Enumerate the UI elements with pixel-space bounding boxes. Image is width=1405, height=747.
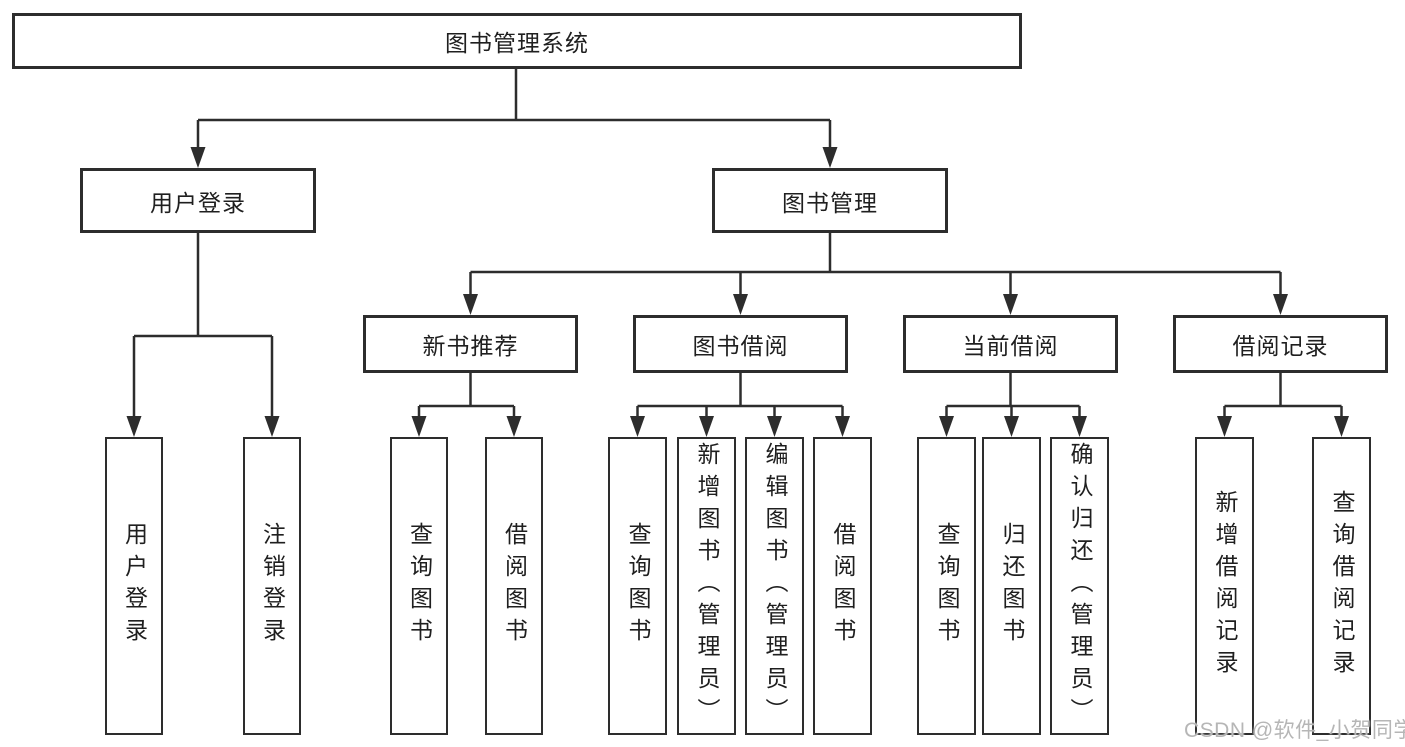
node-label: 新增图书（管理员） bbox=[694, 442, 720, 730]
node-login: 用户登录 bbox=[105, 437, 163, 735]
node-records-add-borrow-record: 新增借阅记录 bbox=[1195, 437, 1254, 735]
node-label: 用户登录 bbox=[150, 189, 246, 216]
node-borrowing-query-books: 查询图书 bbox=[608, 437, 667, 735]
node-recommend-query-books: 查询图书 bbox=[390, 437, 448, 735]
node-label: 查询图书 bbox=[934, 522, 960, 650]
node-label: 借阅图书 bbox=[830, 522, 856, 650]
node-current-confirm-return-admin: 确认归还（管理员） bbox=[1050, 437, 1109, 735]
node-label: 新书推荐 bbox=[422, 333, 519, 359]
node-current-return-books: 归还图书 bbox=[982, 437, 1041, 735]
node-label: 确认归还（管理员） bbox=[1067, 442, 1093, 730]
node-records-query-borrow-record: 查询借阅记录 bbox=[1312, 437, 1371, 735]
node-borrowing-edit-books-admin: 编辑图书（管理员） bbox=[745, 437, 804, 735]
node-book-management: 图书管理 bbox=[712, 168, 948, 233]
node-label: 查询借阅记录 bbox=[1329, 490, 1355, 682]
node-current-borrowing: 当前借阅 bbox=[903, 315, 1118, 373]
node-label: 新增借阅记录 bbox=[1212, 490, 1238, 682]
node-borrowing-borrow-books: 借阅图书 bbox=[813, 437, 872, 735]
node-borrowing-records: 借阅记录 bbox=[1173, 315, 1388, 373]
node-label: 归还图书 bbox=[999, 522, 1025, 650]
node-recommend-borrow-books: 借阅图书 bbox=[485, 437, 543, 735]
node-book-borrowing: 图书借阅 bbox=[633, 315, 848, 373]
node-user-login: 用户登录 bbox=[80, 168, 316, 233]
node-label: 图书管理 bbox=[782, 189, 878, 216]
node-label: 当前借阅 bbox=[962, 333, 1059, 359]
node-label: 借阅图书 bbox=[501, 522, 528, 650]
node-label: 编辑图书（管理员） bbox=[762, 442, 788, 730]
node-label: 查询图书 bbox=[406, 522, 433, 650]
node-library-management-system: 图书管理系统 bbox=[12, 13, 1022, 69]
node-logout: 注销登录 bbox=[243, 437, 301, 735]
watermark-text: CSDN @软件_小贺同学 bbox=[1184, 719, 1405, 742]
node-label: 图书管理系统 bbox=[445, 30, 589, 56]
node-label: 图书借阅 bbox=[692, 333, 789, 359]
node-new-book-recommendation: 新书推荐 bbox=[363, 315, 578, 373]
node-label: 借阅记录 bbox=[1232, 333, 1329, 359]
node-borrowing-add-books-admin: 新增图书（管理员） bbox=[677, 437, 736, 735]
node-label: 查询图书 bbox=[625, 522, 651, 650]
node-label: 注销登录 bbox=[259, 522, 286, 650]
node-current-query-books: 查询图书 bbox=[917, 437, 976, 735]
node-label: 用户登录 bbox=[121, 522, 148, 650]
